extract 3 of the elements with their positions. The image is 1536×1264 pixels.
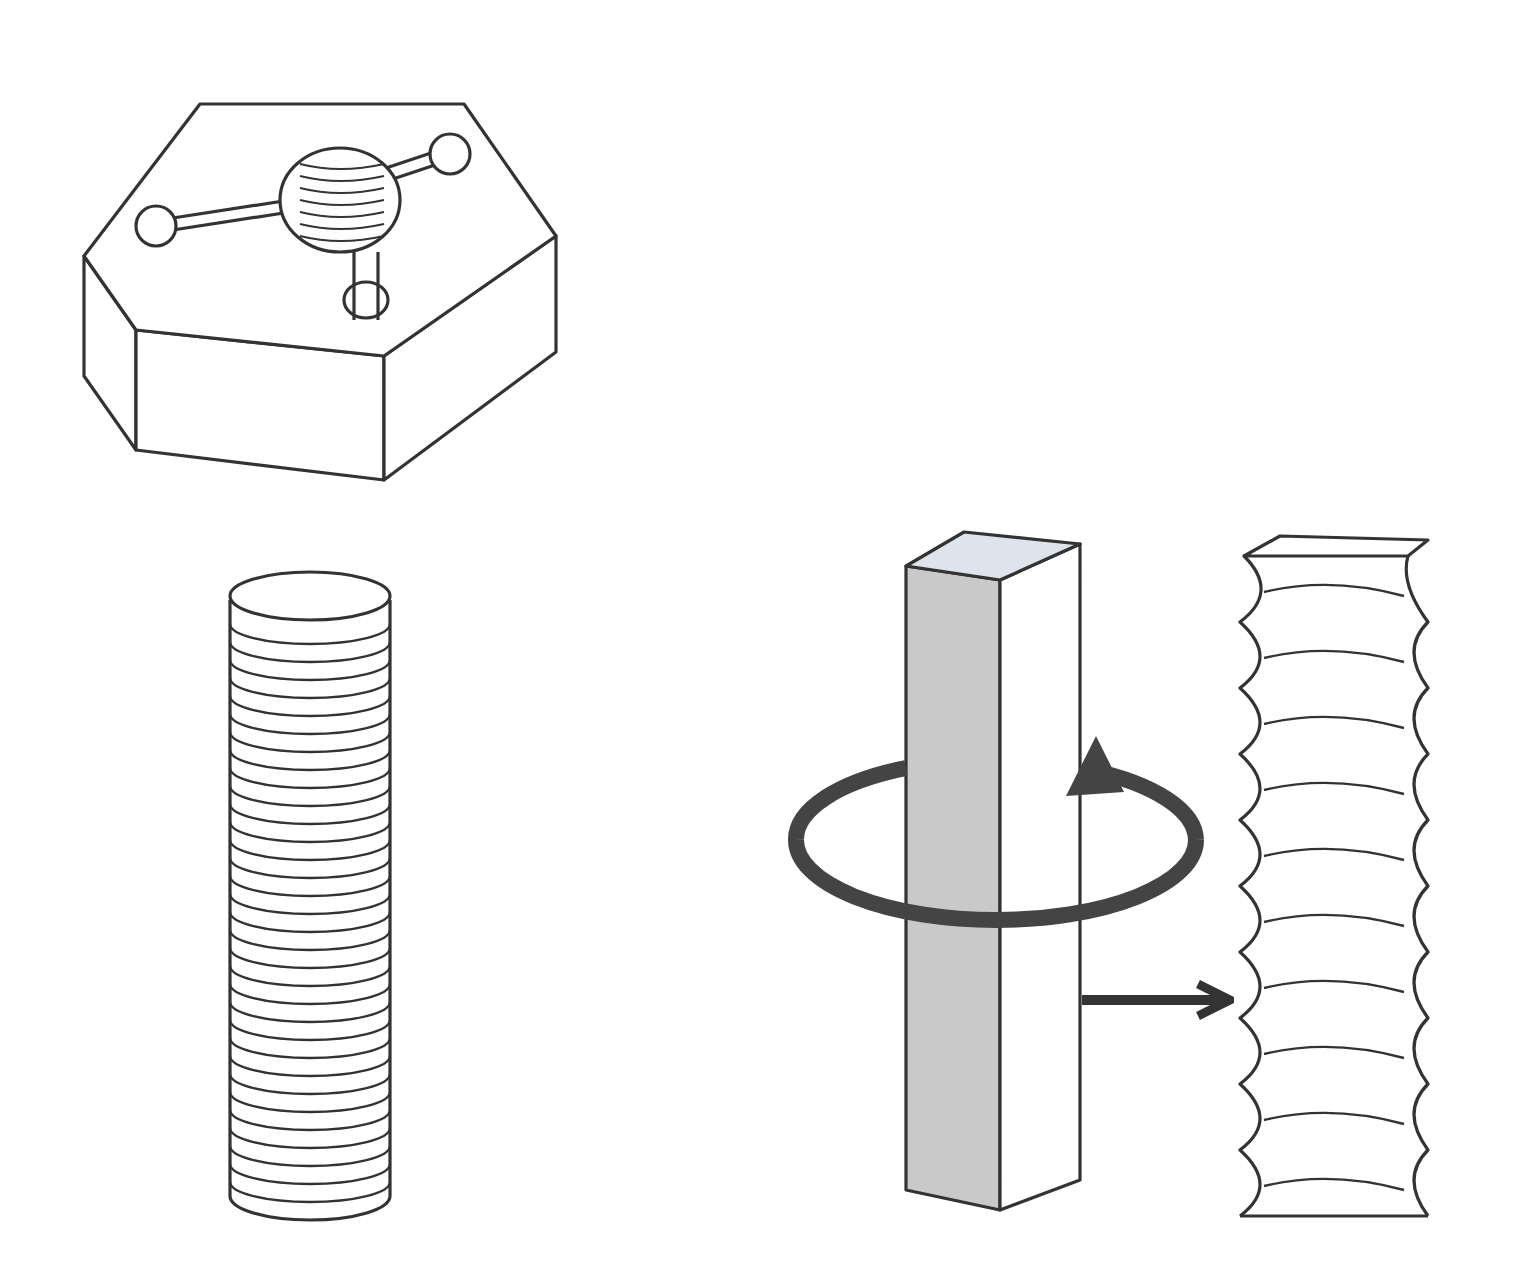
square-bar-drawing bbox=[902, 524, 1086, 1216]
threaded-rod-drawing bbox=[224, 568, 398, 1224]
arrow bbox=[1082, 979, 1235, 1021]
